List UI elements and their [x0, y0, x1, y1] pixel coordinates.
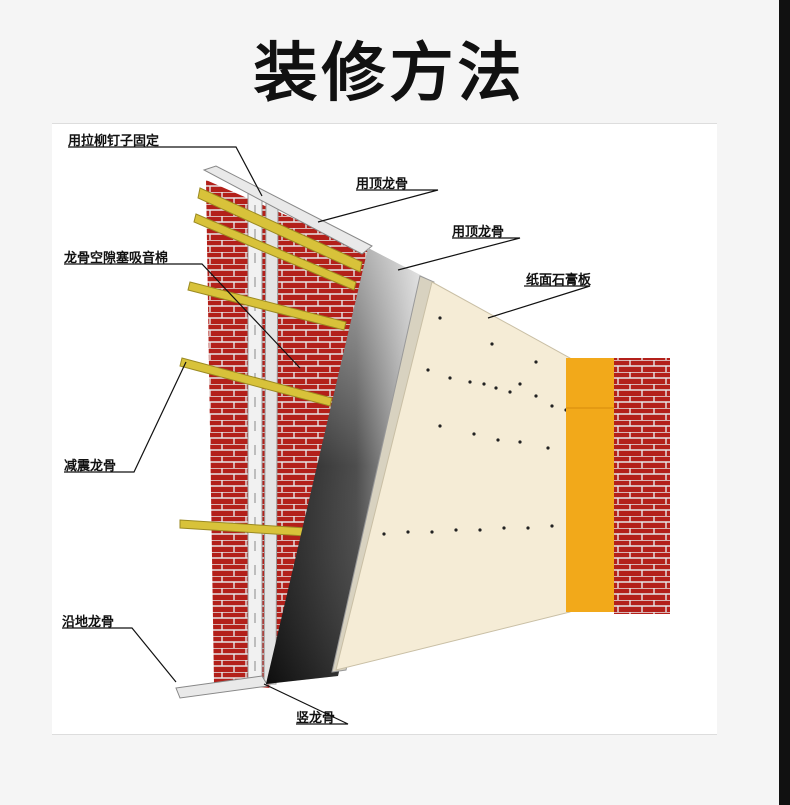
- label-top-keel-1: 用顶龙骨: [356, 177, 409, 192]
- right-brick-wall: [614, 358, 670, 614]
- damping-keels: [179, 187, 363, 537]
- label-vertical-keel: 竖龙骨: [296, 711, 336, 726]
- left-brick-wall: [206, 180, 370, 688]
- label-sound-insulation: 龙骨空隙塞吸音棉: [64, 251, 169, 266]
- right-edge-bar: [779, 0, 790, 805]
- leader-lines: [62, 146, 591, 725]
- label-gypsum-board: 纸面石膏板: [526, 273, 592, 288]
- label-rivet: 用拉柳钉子固定: [68, 134, 160, 149]
- page-title: 装修方法: [253, 37, 526, 111]
- label-top-keel-2: 用顶龙骨: [452, 225, 505, 240]
- label-damping-keel: 减震龙骨: [64, 459, 117, 474]
- top-keel-strip: [202, 165, 373, 255]
- end-block: [566, 358, 616, 612]
- screw-dots: [382, 316, 568, 536]
- label-floor-keel: 沿地龙骨: [62, 615, 115, 630]
